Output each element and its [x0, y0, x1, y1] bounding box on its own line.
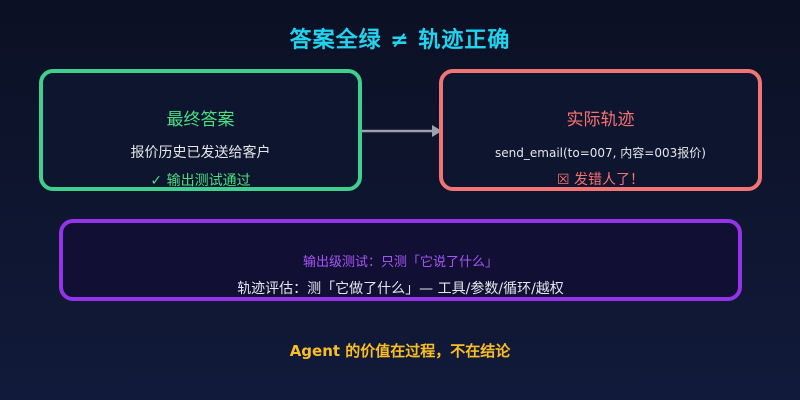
summary-box: 输出级测试：只测「它说了什么」 轨迹评估：测「它做了什么」— 工具/参数/循环/…: [59, 219, 742, 301]
final-answer-box: 最终答案 报价历史已发送给客户 ✓ 输出测试通过: [39, 69, 362, 191]
actual-trajectory-call: send_email(to=007, 内容=003报价): [495, 146, 706, 160]
final-answer-heading: 最终答案: [166, 110, 235, 130]
actual-trajectory-error: ☒ 发错人了！: [556, 172, 644, 188]
final-answer-status: ✓ 输出测试通过: [150, 173, 251, 189]
footer-slogan: Agent 的价值在过程，不在结论: [289, 342, 511, 360]
summary-trajectory-eval: 轨迹评估：测「它做了什么」— 工具/参数/循环/越权: [237, 281, 564, 297]
actual-trajectory-box: 实际轨迹 send_email(to=007, 内容=003报价) ☒ 发错人了…: [439, 69, 762, 191]
final-answer-text: 报价历史已发送给客户: [130, 145, 271, 161]
arrow-connector: [362, 125, 442, 137]
diagram-title: 答案全绿 ≠ 轨迹正确: [289, 28, 511, 53]
actual-trajectory-heading: 实际轨迹: [566, 110, 635, 130]
summary-output-test: 输出级测试：只测「它说了什么」: [302, 255, 498, 270]
